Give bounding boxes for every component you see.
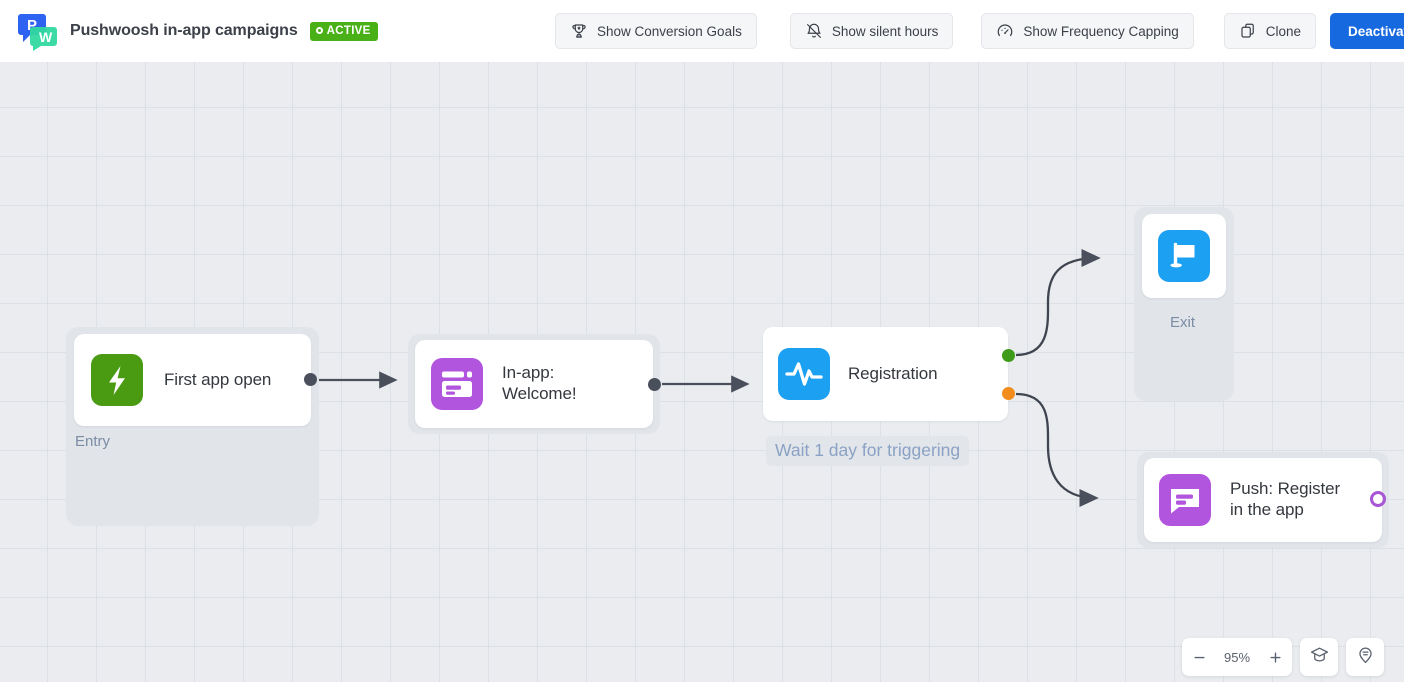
node-inapp-title-line1: In-app: (502, 363, 555, 383)
node-registration-success-port[interactable] (1002, 349, 1015, 362)
show-frequency-capping-label: Show Frequency Capping (1023, 23, 1179, 39)
lightning-bolt-icon (91, 354, 143, 406)
deactivate-button[interactable]: Deactivate (1330, 13, 1404, 49)
show-conversion-goals-label: Show Conversion Goals (597, 23, 742, 39)
help-pin-icon (1356, 645, 1375, 669)
graduation-cap-icon (1310, 645, 1329, 669)
trophy-icon (570, 22, 588, 40)
status-badge-label: ACTIVE (326, 24, 371, 37)
svg-text:W: W (39, 29, 53, 45)
copy-icon (1239, 22, 1257, 40)
show-conversion-goals-button[interactable]: Show Conversion Goals (555, 13, 757, 49)
status-dot-icon (315, 27, 323, 34)
zoom-level-value: 95% (1223, 649, 1251, 665)
flow-canvas[interactable]: First app open Entry In-app: Welcome! (0, 62, 1404, 682)
tutorial-button[interactable] (1300, 638, 1338, 676)
show-silent-hours-label: Show silent hours (831, 23, 939, 39)
gauge-icon (996, 22, 1014, 40)
node-registration-wait-label: Wait 1 day for triggering (766, 436, 970, 466)
node-entry[interactable]: First app open (74, 334, 311, 426)
in-app-window-icon (431, 358, 483, 410)
flow-edges (316, 249, 1101, 507)
node-registration-fail-port[interactable] (1002, 387, 1015, 400)
node-exit[interactable] (1142, 214, 1226, 298)
zoom-in-button[interactable] (1258, 638, 1292, 676)
node-registration[interactable]: Registration (763, 327, 1008, 421)
show-frequency-capping-button[interactable]: Show Frequency Capping (981, 13, 1194, 49)
node-push[interactable]: Push: Register in the app (1144, 458, 1382, 542)
node-inapp-output-port[interactable] (648, 378, 661, 391)
zoom-level-group: 95% (1182, 638, 1292, 676)
zoom-controls: 95% (1182, 638, 1384, 676)
deactivate-label: Deactivate (1348, 23, 1404, 39)
bell-off-icon (805, 22, 823, 40)
svg-text:P: P (27, 17, 37, 34)
page-title: Pushwoosh in-app campaigns (70, 22, 298, 39)
activity-pulse-icon (778, 348, 830, 400)
flag-icon (1158, 230, 1210, 282)
node-inapp[interactable]: In-app: Welcome! (415, 340, 653, 428)
node-entry-output-port[interactable] (304, 373, 317, 386)
zoom-out-button[interactable] (1182, 638, 1216, 676)
edge-registration-to-push (1015, 392, 1099, 507)
app-header: P W Pushwoosh in-app campaigns ACTIVE (0, 0, 1404, 62)
node-exit-label: Exit (1170, 314, 1196, 331)
brand-block: P W Pushwoosh in-app campaigns ACTIVE (0, 10, 378, 52)
clone-label: Clone (1265, 23, 1302, 39)
show-silent-hours-button[interactable]: Show silent hours (789, 13, 954, 49)
node-entry-group-label: Entry (75, 433, 111, 450)
node-push-output-port[interactable] (1370, 491, 1386, 507)
node-push-title-line2: in the app (1230, 500, 1304, 519)
push-message-icon (1159, 474, 1211, 526)
node-push-title-line1: Push: Register (1230, 479, 1341, 499)
pushwoosh-logo-icon: P W (16, 10, 58, 52)
header-actions: Show Conversion Goals Show silent hours (555, 13, 1404, 49)
status-badge: ACTIVE (309, 21, 378, 41)
node-registration-title: Registration (848, 363, 938, 383)
node-inapp-title-line2: Welcome! (502, 384, 577, 403)
edge-registration-to-exit (1015, 249, 1101, 357)
node-inapp-title: In-app: Welcome! (502, 363, 577, 404)
help-button[interactable] (1346, 638, 1384, 676)
clone-button[interactable]: Clone (1223, 13, 1317, 49)
node-entry-title: First app open (164, 369, 272, 389)
node-push-title: Push: Register in the app (1230, 479, 1340, 520)
